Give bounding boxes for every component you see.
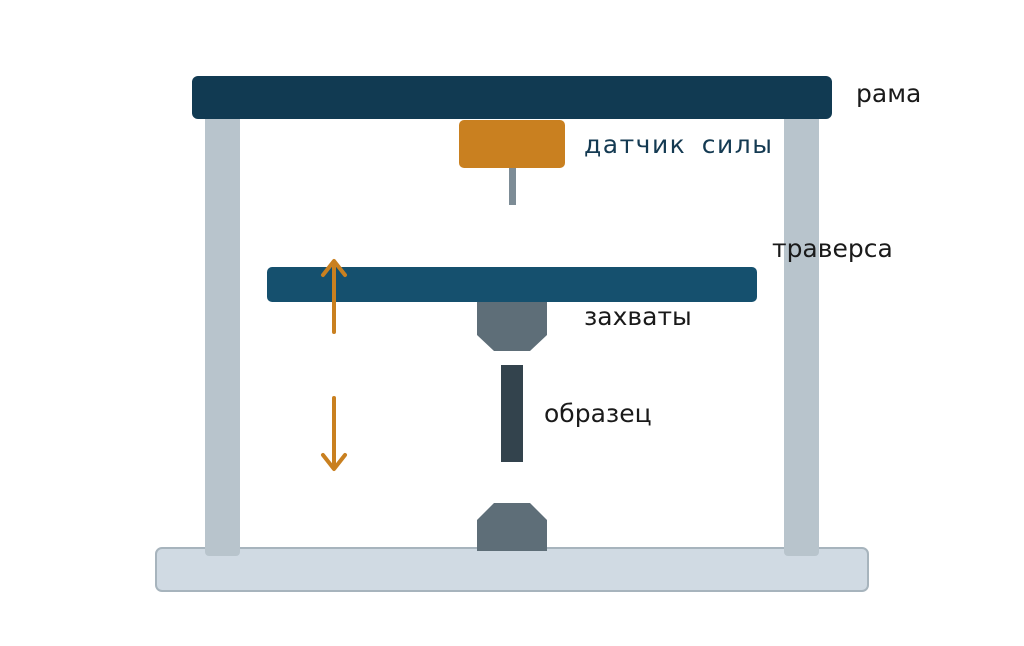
specimen-label: образец xyxy=(544,399,652,428)
grips-label: захваты xyxy=(584,302,692,331)
crosshead-label: траверса xyxy=(772,234,893,263)
frame-label: рама xyxy=(856,79,922,108)
load-cell-label: датчик силы xyxy=(584,130,774,159)
specimen xyxy=(501,365,523,462)
left-column xyxy=(205,100,240,556)
base-plate xyxy=(155,547,869,592)
load-cell xyxy=(459,120,565,168)
arrow-down-icon xyxy=(321,396,347,471)
load-cell-rod xyxy=(509,168,516,205)
upper-grip xyxy=(477,302,547,351)
lower-grip xyxy=(477,503,547,551)
right-column xyxy=(784,100,819,556)
crosshead xyxy=(267,267,757,302)
frame-top-beam xyxy=(192,76,832,119)
arrow-up-icon xyxy=(321,259,347,334)
